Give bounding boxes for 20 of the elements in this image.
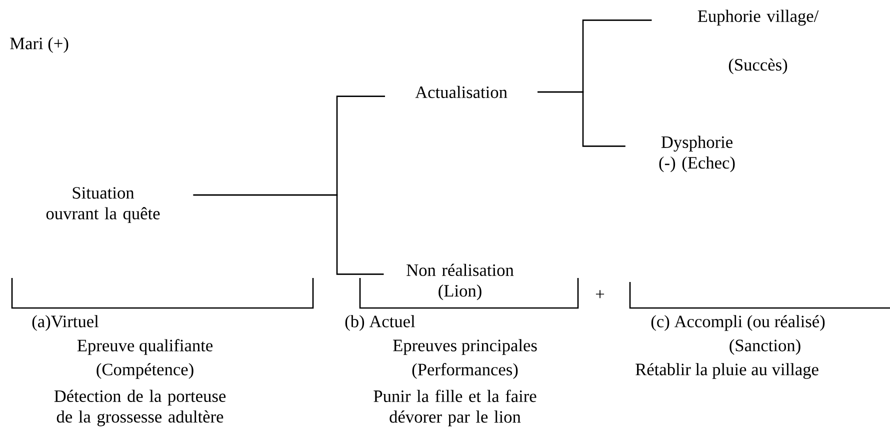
tree-label: Dysphorie (-) (Echec) [659,136,735,172]
tree-label: Non réalisation (Lion) [406,264,514,300]
tree-label: Actualisation [415,86,508,98]
caption-text: (Sanction) [730,339,800,355]
caption-text: (c) Accompli (ou réalisé) [651,315,825,331]
caption-text: Détection de la porteuse de la grossesse adultère [54,390,226,426]
caption-text: Epreuve qualifiante [77,339,213,355]
tree-label: Euphorie village/ (Succès) [698,10,819,74]
caption-text: Rétablir la pluie au village [636,363,818,379]
caption-text: Punir la fille et la faire dévorer par le lion [374,390,536,426]
caption-text: + [596,290,604,298]
caption-text: (Performances) [412,363,518,379]
caption-text: (Compétence) [96,363,194,379]
connector-line [193,194,384,275]
caption-text: Epreuves principales [393,339,537,355]
caption-text: Mari (+) [10,37,68,53]
connector-line [538,91,626,147]
caption-text: (a)Virtuel [32,315,99,331]
caption-text: (b) Actuel [345,315,416,331]
tree-label: Situation ouvrant la quête [46,187,160,223]
